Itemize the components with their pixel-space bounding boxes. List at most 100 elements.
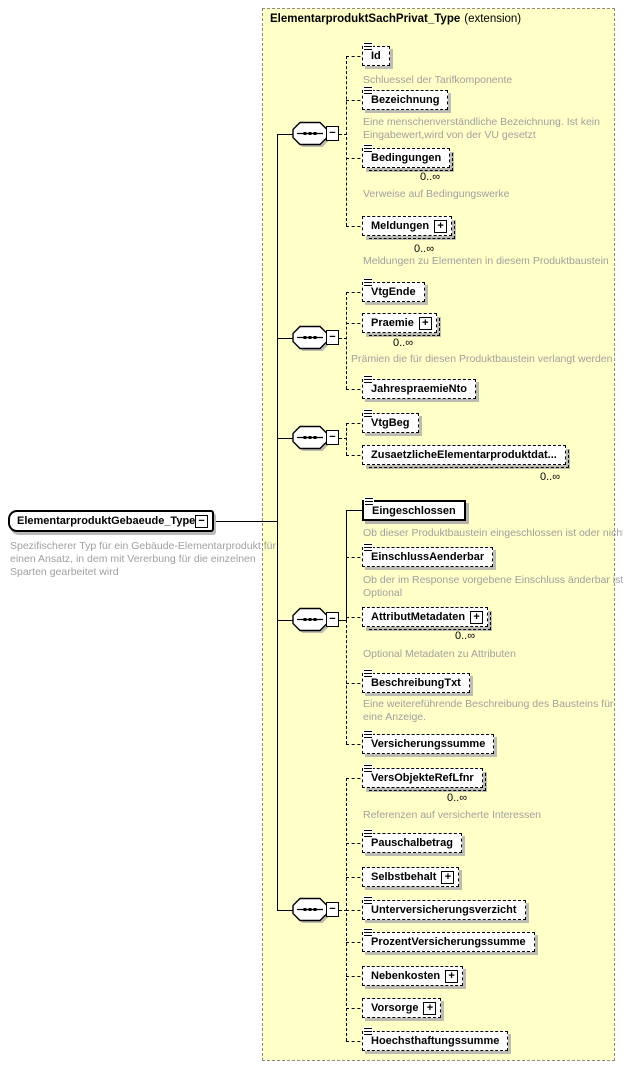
element-ElementarproduktGebaeude_Type[interactable]: ElementarproduktGebaeude_Type −: [8, 510, 214, 532]
root-element-label: ElementarproduktGebaeude_Type: [17, 515, 196, 527]
sequence-compositor[interactable]: −: [291, 120, 343, 147]
sequence-compositor[interactable]: −: [291, 896, 343, 923]
collapse-icon[interactable]: −: [326, 430, 339, 445]
sequence-compositor[interactable]: −: [291, 606, 343, 633]
connector: [346, 976, 366, 977]
annotation: Schluessel der Tarifkomponente: [363, 74, 513, 86]
collapse-icon[interactable]: −: [326, 126, 339, 141]
annotation: Eine menschenverständliche Bezeichnung. …: [363, 116, 600, 141]
occurrence-label: 0..∞: [420, 171, 441, 183]
connector: [346, 778, 347, 1041]
element-Bedingungen[interactable]: Bedingungen: [362, 145, 454, 171]
annotation: Verweise auf Bedingungswerke: [363, 188, 510, 200]
element-Hoechsthaftungssumme[interactable]: Hoechsthaftungssumme: [362, 1028, 509, 1051]
element-VtgBeg[interactable]: VtgBeg: [362, 410, 419, 433]
sequence-icon: [292, 897, 330, 923]
connector: [334, 134, 347, 135]
element-Nebenkosten[interactable]: Nebenkosten +: [362, 966, 464, 986]
connector: [346, 910, 366, 911]
annotation: Ob dieser Produktbaustein eingeschlossen…: [363, 527, 623, 539]
connector: [346, 620, 347, 744]
element-Unterversicherungsverzicht[interactable]: Unterversicherungsverzicht: [362, 897, 526, 920]
element-VersObjekteRefLfnr[interactable]: VersObjekteRefLfnr: [362, 765, 486, 791]
connector: [346, 56, 366, 57]
annotation: Optional Metadaten zu Attributen: [363, 648, 516, 660]
simple-content-icon: [364, 897, 372, 904]
simple-content-icon: [364, 43, 372, 50]
connector: [346, 617, 366, 618]
occurrence-label: 0..∞: [393, 337, 414, 349]
connector: [346, 423, 366, 424]
connector: [346, 1008, 366, 1009]
element-Versicherungssumme[interactable]: Versicherungssumme: [362, 731, 495, 754]
annotation: Eine weitereführende Beschreibung des Ba…: [363, 698, 614, 723]
simple-content-icon: [364, 410, 372, 417]
element-Id[interactable]: Id: [362, 43, 390, 66]
sequence-icon: [292, 425, 330, 451]
simple-content-icon: [364, 1028, 372, 1035]
collapse-icon[interactable]: −: [195, 514, 208, 528]
connector: [346, 683, 366, 684]
connector-root: [203, 521, 278, 522]
expand-icon[interactable]: +: [434, 219, 448, 233]
connector: [346, 226, 366, 227]
base-type-name: ElementarproduktSachPrivat_Type: [270, 13, 461, 25]
connector: [346, 323, 366, 324]
expand-icon[interactable]: +: [470, 610, 484, 624]
extension-frame-title: ElementarproduktSachPrivat_Type(extensio…: [270, 13, 521, 25]
collapse-icon[interactable]: −: [326, 612, 339, 627]
connector: [346, 455, 366, 456]
sequence-compositor[interactable]: −: [291, 424, 343, 451]
connector-seq5: [277, 910, 294, 911]
connector: [346, 510, 347, 620]
element-Vorsorge[interactable]: Vorsorge +: [362, 998, 442, 1018]
simple-content-icon: [364, 376, 372, 383]
simple-content-icon: [364, 87, 372, 94]
element-ProzentVersicherungssumme[interactable]: ProzentVersicherungssumme: [362, 929, 535, 952]
connector-seq1: [277, 134, 294, 135]
connector: [346, 510, 366, 511]
simple-content-icon: [364, 670, 372, 677]
element-Meldungen[interactable]: Meldungen +: [362, 216, 456, 239]
connector: [346, 292, 366, 293]
element-AttributMetadaten[interactable]: AttributMetadaten +: [362, 607, 492, 630]
element-Praemie[interactable]: Praemie +: [362, 313, 440, 336]
expand-icon[interactable]: +: [445, 969, 459, 983]
simple-content-icon: [364, 929, 372, 936]
connector: [346, 389, 366, 390]
annotation: Prämien die für diesen Produktbaustein v…: [351, 353, 613, 365]
simple-content-icon: [364, 731, 372, 738]
connector-seq2: [277, 338, 294, 339]
element-JahrespraemieNto[interactable]: JahrespraemieNto: [362, 376, 476, 399]
simple-content-icon: [364, 145, 372, 152]
element-Bezeichnung[interactable]: Bezeichnung: [362, 87, 449, 110]
sequence-icon: [292, 607, 330, 633]
connector: [346, 877, 366, 878]
connector-seq3: [277, 438, 294, 439]
occurrence-label: 0..∞: [540, 471, 561, 483]
element-VtgEnde[interactable]: VtgEnde: [362, 279, 425, 302]
connector: [346, 557, 366, 558]
element-EinschlussAenderbar[interactable]: EinschlussAenderbar: [362, 544, 494, 567]
connector: [346, 292, 347, 389]
expand-icon[interactable]: +: [418, 316, 432, 330]
element-ZusaetzlicheElementarproduktdaten[interactable]: ZusaetzlicheElementarproduktdat...: [362, 445, 569, 468]
connector: [346, 778, 366, 779]
root-annotation: Spezifischerer Typ für ein Gebäude-Eleme…: [10, 540, 276, 578]
connector: [334, 438, 347, 439]
element-Pauschalbetrag[interactable]: Pauschalbetrag: [362, 830, 462, 853]
sequence-compositor[interactable]: −: [291, 324, 343, 351]
collapse-icon[interactable]: −: [326, 330, 339, 345]
element-Eingeschlossen[interactable]: Eingeschlossen: [362, 498, 466, 521]
connector: [346, 158, 366, 159]
collapse-icon[interactable]: −: [326, 902, 339, 917]
element-Selbstbehalt[interactable]: Selbstbehalt +: [362, 867, 460, 887]
expand-icon[interactable]: +: [423, 1001, 437, 1015]
connector: [334, 910, 347, 911]
connector-spine: [277, 134, 278, 910]
element-BeschreibungTxt[interactable]: BeschreibungTxt: [362, 670, 470, 693]
simple-content-icon: [364, 544, 372, 551]
connector: [346, 843, 366, 844]
expand-icon[interactable]: +: [441, 870, 455, 884]
connector: [334, 620, 347, 621]
